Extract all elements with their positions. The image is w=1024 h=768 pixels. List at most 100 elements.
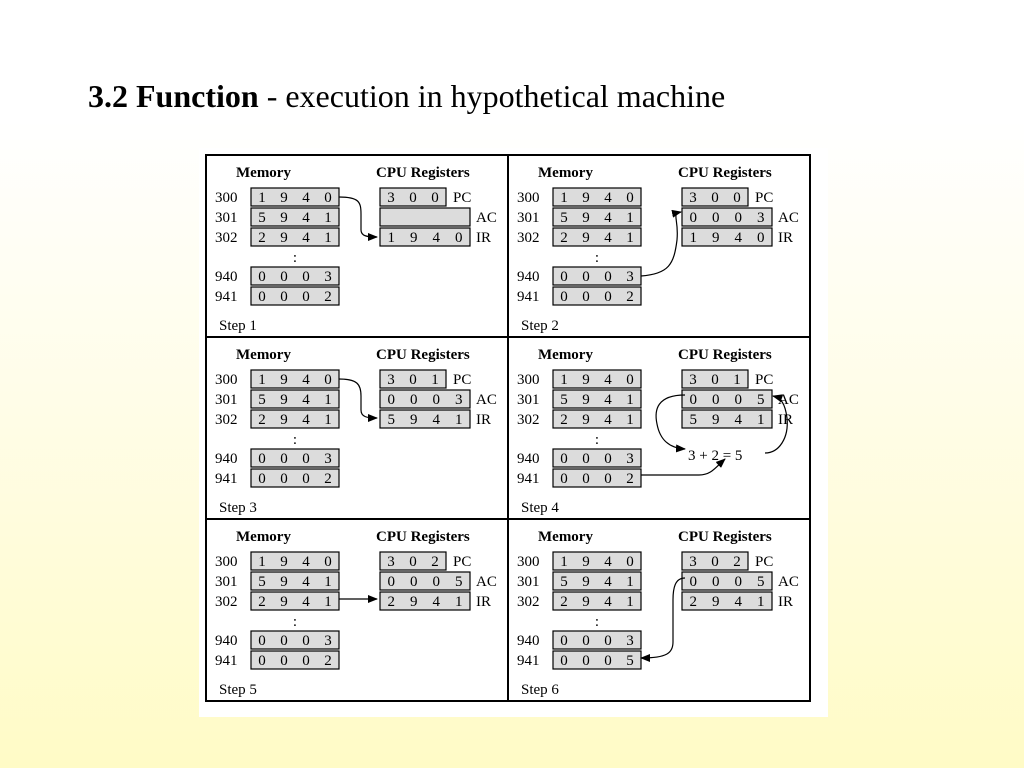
memory-word-digit: 4 [604,392,612,408]
memory-word-digit: 0 [280,451,288,467]
memory-word-digit: 2 [626,289,634,305]
register-ac-digit: 0 [735,210,743,226]
memory-word-digit: 5 [258,392,266,408]
memory-word-digit: 0 [324,554,332,570]
memory-word-digit: 0 [258,471,266,487]
register-ir-box [379,227,471,247]
register-pc-digit: 0 [711,372,719,388]
register-ir-digit: 4 [433,230,441,246]
memory-word-digit: 0 [302,269,310,285]
register-ac-digit: 0 [735,392,743,408]
register-pc-digit: 0 [409,372,417,388]
memory-ellipsis: : [595,250,599,266]
memory-address: 301 [517,574,540,590]
memory-word-digit: 0 [560,451,568,467]
memory-word-digit: 3 [626,269,634,285]
register-ir-digit: 1 [455,594,463,610]
register-ir-digit: 1 [690,230,698,246]
memory-word-box [552,551,642,571]
memory-word-digit: 2 [560,412,568,428]
memory-ellipsis: : [595,614,599,630]
memory-word-digit: 9 [280,574,288,590]
register-ir-box [379,409,471,429]
register-ir-digit: 9 [410,230,418,246]
memory-address: 941 [215,471,238,487]
register-ac-digit: 0 [712,210,720,226]
memory-word-digit: 1 [560,190,568,206]
register-pc-digit: 0 [409,554,417,570]
title-rest: - execution in hypothetical machine [258,78,726,114]
register-ac-digit: 5 [757,392,765,408]
register-pc-digit: 3 [689,554,697,570]
memory-word-digit: 2 [560,230,568,246]
memory-word-box [552,468,642,488]
register-ac-box [379,207,471,227]
memory-word-digit: 0 [280,289,288,305]
register-ir-digit: 1 [757,412,765,428]
arrow-ac-to-adder [655,394,686,453]
step-label: Step 6 [521,682,559,698]
register-pc-digit: 3 [387,554,395,570]
memory-word-digit: 2 [258,412,266,428]
memory-word-box [552,389,642,409]
register-name: IR [778,230,793,246]
memory-ellipsis: : [595,432,599,448]
register-ir-digit: 1 [455,412,463,428]
memory-ellipsis: : [293,614,297,630]
memory-address: 940 [517,633,540,649]
memory-word-digit: 4 [604,412,612,428]
memory-word-digit: 4 [604,574,612,590]
memory-word-box [552,187,642,207]
memory-word-digit: 1 [324,594,332,610]
register-name: PC [453,554,471,570]
memory-heading: Memory [236,529,291,545]
memory-word-digit: 0 [302,451,310,467]
register-ac-digit: 0 [410,392,418,408]
memory-address: 301 [215,574,238,590]
memory-word-digit: 4 [604,554,612,570]
cpu-registers-heading: CPU Registers [376,165,470,181]
arrow-941-to-adder [641,458,726,476]
memory-word-digit: 5 [626,653,634,669]
memory-word-digit: 0 [258,633,266,649]
register-pc-digit: 3 [387,372,395,388]
register-name: PC [755,554,773,570]
memory-word-digit: 0 [280,269,288,285]
memory-word-digit: 0 [302,633,310,649]
memory-address: 940 [215,269,238,285]
register-ir-digit: 9 [712,594,720,610]
register-ac-digit: 3 [757,210,765,226]
register-name: PC [453,190,471,206]
step-label: Step 5 [219,682,257,698]
memory-word-digit: 9 [280,190,288,206]
memory-word-digit: 1 [258,372,266,388]
memory-word-digit: 1 [626,412,634,428]
register-pc-digit: 3 [689,372,697,388]
memory-word-digit: 5 [560,210,568,226]
register-ir-digit: 0 [757,230,765,246]
register-pc-digit: 3 [387,190,395,206]
memory-word-digit: 1 [258,554,266,570]
memory-word-digit: 3 [324,633,332,649]
arrow-fetch-301-to-ir [338,378,378,422]
memory-word-digit: 1 [560,372,568,388]
cpu-registers-heading: CPU Registers [376,529,470,545]
memory-address: 302 [517,594,540,610]
memory-word-digit: 2 [258,594,266,610]
memory-word-digit: 9 [582,230,590,246]
memory-heading: Memory [538,165,593,181]
memory-word-box [250,409,340,429]
memory-word-box [250,650,340,670]
memory-word-digit: 0 [626,554,634,570]
register-name: AC [778,210,799,226]
register-ir-digit: 9 [410,412,418,428]
memory-word-digit: 4 [604,594,612,610]
memory-word-digit: 4 [302,554,310,570]
register-ac-digit: 0 [735,574,743,590]
memory-word-box [552,630,642,650]
memory-word-box [250,227,340,247]
memory-word-digit: 0 [258,289,266,305]
register-ir-digit: 5 [690,412,698,428]
memory-word-digit: 0 [582,289,590,305]
arrow-store-ac-to-941 [640,577,686,662]
